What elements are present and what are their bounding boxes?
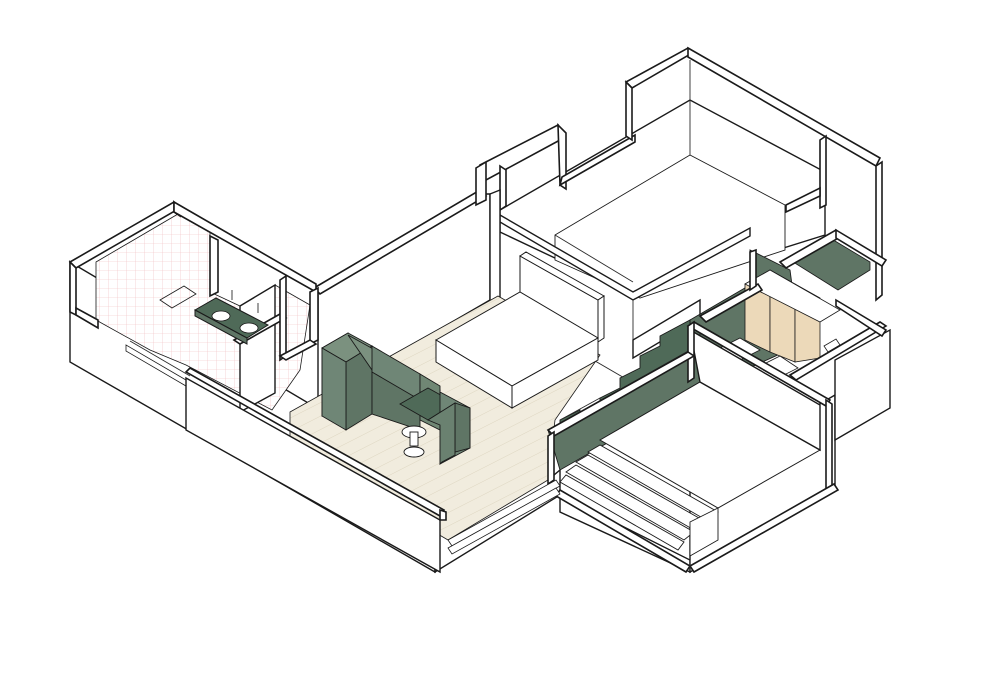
- round-stool: [401, 425, 427, 458]
- front-wall: [184, 367, 447, 574]
- side-table: [399, 387, 471, 466]
- upper-room: [478, 46, 883, 345]
- green-sofa: [321, 332, 441, 431]
- wardrobe-cabinets: [698, 228, 888, 381]
- terrace-steps: [447, 320, 840, 574]
- bed: [435, 251, 605, 409]
- double-vanity: [193, 290, 270, 345]
- bedroom-walls: [312, 160, 701, 402]
